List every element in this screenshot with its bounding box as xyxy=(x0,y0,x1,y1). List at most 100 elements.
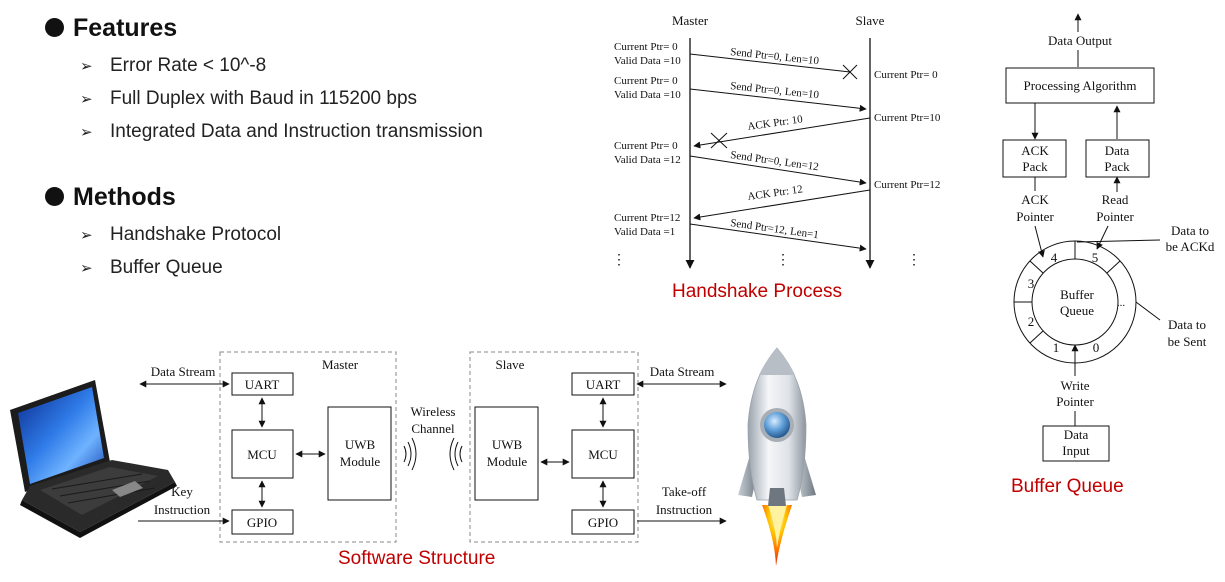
master-uart-label: UART xyxy=(245,377,280,392)
callout-line xyxy=(1135,301,1161,321)
key-instruction-label: Instruction xyxy=(154,502,211,517)
master-state: Valid Data =10 xyxy=(614,89,681,101)
master-uwb-label: UWB xyxy=(345,437,376,452)
handshake-diagram: Master Slave Current Ptr= 0 Valid Data =… xyxy=(612,13,941,269)
message-arrow xyxy=(689,155,867,186)
message-arrow xyxy=(693,117,871,149)
handshake-master-label: Master xyxy=(672,13,709,28)
feature-item: ➢Integrated Data and Instruction transmi… xyxy=(80,121,483,142)
buffer-queue-diagram: Data Output Processing Algorithm ACK Pac… xyxy=(1002,13,1215,462)
master-gpio-box xyxy=(231,509,294,535)
buffer-slot: 5 xyxy=(1092,250,1099,265)
master-frame-label: Master xyxy=(322,357,359,372)
message-arrow xyxy=(689,53,851,73)
arrow-bullet-icon: ➢ xyxy=(80,124,93,141)
message-arrow xyxy=(693,189,871,221)
master-state: Valid Data =12 xyxy=(614,154,681,166)
data-input-label: Input xyxy=(1062,443,1090,458)
ack-pack-box xyxy=(1002,139,1067,178)
wireless-channel-label: Wireless xyxy=(411,404,456,419)
features-heading: Features xyxy=(45,14,177,43)
data-to-ack-label: Data to xyxy=(1171,223,1209,238)
slave-mcu-label: MCU xyxy=(588,447,618,462)
data-to-send-label: Data to xyxy=(1168,317,1206,332)
slave-frame-label: Slave xyxy=(496,357,525,372)
flow-arrow xyxy=(1034,225,1045,258)
ack-pointer-label: ACK xyxy=(1021,192,1049,207)
arrow-bullet-icon: ➢ xyxy=(80,58,93,75)
data-stream-right-label: Data Stream xyxy=(650,364,715,379)
master-mcu-label: MCU xyxy=(247,447,277,462)
bullet-dot-icon xyxy=(45,186,64,206)
processing-algorithm-box xyxy=(1005,67,1155,104)
master-state: Current Ptr=12 xyxy=(614,212,680,224)
software-caption: Software Structure xyxy=(338,548,496,569)
slave-state: Current Ptr= 0 xyxy=(874,69,938,81)
read-pointer-label: Read xyxy=(1102,192,1129,207)
slave-mcu-box xyxy=(571,429,635,479)
laptop-icon xyxy=(10,380,177,538)
data-output-label: Data Output xyxy=(1048,33,1112,48)
slave-uwb-box xyxy=(474,406,539,501)
data-pack-label: Data xyxy=(1105,143,1130,158)
buffer-slot: 1 xyxy=(1053,340,1060,355)
write-pointer-label: Pointer xyxy=(1056,394,1094,409)
slave-uart-label: UART xyxy=(586,377,621,392)
buffer-slot: 0 xyxy=(1093,340,1100,355)
master-mcu-box xyxy=(231,429,294,479)
master-state: Valid Data =1 xyxy=(614,226,675,238)
data-stream-left-label: Data Stream xyxy=(151,364,216,379)
key-instruction-label: Key xyxy=(171,484,193,499)
master-state: Valid Data =10 xyxy=(614,55,681,67)
feature-item: ➢Full Duplex with Baud in 115200 bps xyxy=(80,88,418,109)
message-arrow xyxy=(689,88,867,112)
buffer-ring-inner xyxy=(1031,258,1119,346)
write-pointer-label: Write xyxy=(1060,378,1089,393)
data-to-ack-label: be ACKd xyxy=(1166,239,1215,254)
slave-state: Current Ptr=10 xyxy=(874,112,941,124)
message-label: Send Ptr=0, Len=12 xyxy=(730,149,820,173)
slave-uwb-label: Module xyxy=(487,454,528,469)
master-uart-box xyxy=(231,372,294,396)
arrow-bullet-icon: ➢ xyxy=(80,91,93,108)
continuation-dots: ⋮ xyxy=(776,253,790,268)
data-input-box xyxy=(1042,425,1110,462)
bullet-dot-icon xyxy=(45,17,64,37)
data-pack-box xyxy=(1085,139,1150,178)
software-structure-diagram: Master UART MCU GPIO UWB Module Data Str… xyxy=(10,347,816,566)
signal-waves-icon xyxy=(403,437,463,471)
continuation-dots: ⋮ xyxy=(907,253,921,268)
master-state: Current Ptr= 0 xyxy=(614,41,678,53)
master-state: Current Ptr= 0 xyxy=(614,140,678,152)
master-uwb-label: Module xyxy=(340,454,381,469)
slave-gpio-box xyxy=(571,509,635,535)
buffer-queue-label: Queue xyxy=(1060,303,1094,318)
buffer-caption: Buffer Queue xyxy=(1011,476,1124,497)
slave-frame xyxy=(469,351,639,543)
slave-state: Current Ptr=12 xyxy=(874,179,940,191)
slave-gpio-label: GPIO xyxy=(588,515,618,530)
slave-uwb-label: UWB xyxy=(492,437,523,452)
message-label: ACK Ptr: 12 xyxy=(747,183,804,203)
continuation-dots: ⋮ xyxy=(612,253,626,268)
lost-packet-icon xyxy=(710,132,728,149)
message-label: Send Ptr=0, Len=10 xyxy=(730,46,820,67)
ack-pack-label: Pack xyxy=(1022,159,1048,174)
arrow-bullet-icon: ➢ xyxy=(80,227,93,244)
callout-line xyxy=(1076,239,1161,243)
takeoff-instruction-label: Instruction xyxy=(656,502,713,517)
rocket-icon xyxy=(738,347,816,566)
methods-heading: Methods xyxy=(45,183,176,212)
processing-algorithm-label: Processing Algorithm xyxy=(1023,78,1136,93)
method-item: ➢Buffer Queue xyxy=(80,257,223,278)
method-item: ➢Handshake Protocol xyxy=(80,224,282,245)
lost-packet-icon xyxy=(842,64,858,80)
handshake-caption: Handshake Process xyxy=(672,281,843,302)
slave-uart-box xyxy=(571,372,635,396)
master-gpio-label: GPIO xyxy=(247,515,277,530)
handshake-slave-label: Slave xyxy=(856,13,885,28)
master-state: Current Ptr= 0 xyxy=(614,75,678,87)
message-label: Send Ptr=12, Len=1 xyxy=(730,217,820,241)
data-pack-label: Pack xyxy=(1104,159,1130,174)
